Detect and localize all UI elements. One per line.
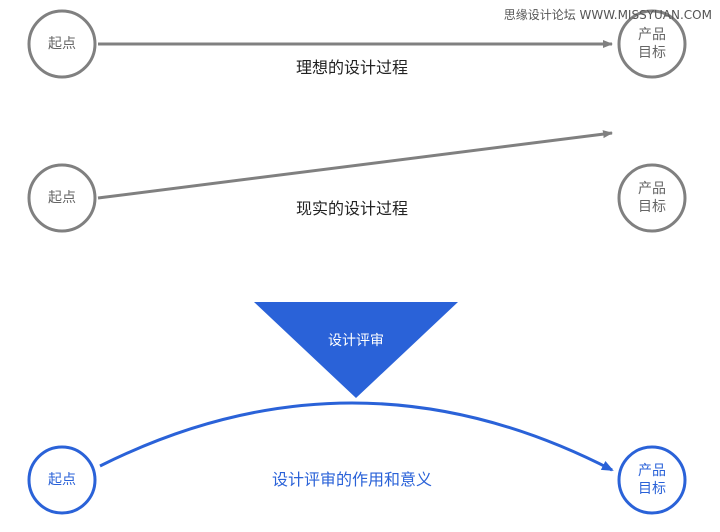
review-arc-arrow	[99, 401, 614, 472]
review-start-node: 起点	[29, 447, 95, 513]
reality-arrow	[97, 130, 613, 200]
review-start-label: 起点	[48, 472, 76, 488]
review-caption: 设计评审的作用和意义	[271, 470, 433, 489]
reality-goal-node: 产品 目标	[619, 165, 685, 231]
ideal-start-circle	[27, 9, 97, 79]
ideal-goal-circle	[617, 9, 687, 79]
reality-start-circle	[27, 163, 97, 233]
ideal-goal-line2: 目标	[638, 45, 666, 61]
ideal-start-label: 起点	[48, 36, 76, 52]
reality-start-node: 起点	[29, 165, 95, 231]
review-goal-line2: 目标	[638, 481, 666, 497]
ideal-goal-node: 产品 目标	[619, 11, 685, 77]
reality-caption: 现实的设计过程	[295, 199, 409, 218]
reality-goal-circle	[617, 163, 687, 233]
watermark: 思缘设计论坛 WWW.MISSYUAN.COM	[503, 8, 712, 22]
review-goal-node: 产品 目标	[619, 447, 685, 513]
ideal-goal-line1: 产品	[638, 27, 666, 43]
ideal-caption: 理想的设计过程	[295, 58, 409, 77]
reality-goal-line1: 产品	[638, 181, 666, 197]
reality-goal-line2: 目标	[638, 199, 666, 215]
review-goal-circle	[617, 445, 687, 515]
review-start-circle	[27, 445, 97, 515]
review-triangle-label: 设计评审	[328, 333, 384, 349]
review-goal-line1: 产品	[638, 463, 666, 479]
ideal-start-node: 起点	[29, 11, 95, 77]
review-triangle	[254, 302, 458, 398]
reality-start-label: 起点	[48, 190, 76, 206]
